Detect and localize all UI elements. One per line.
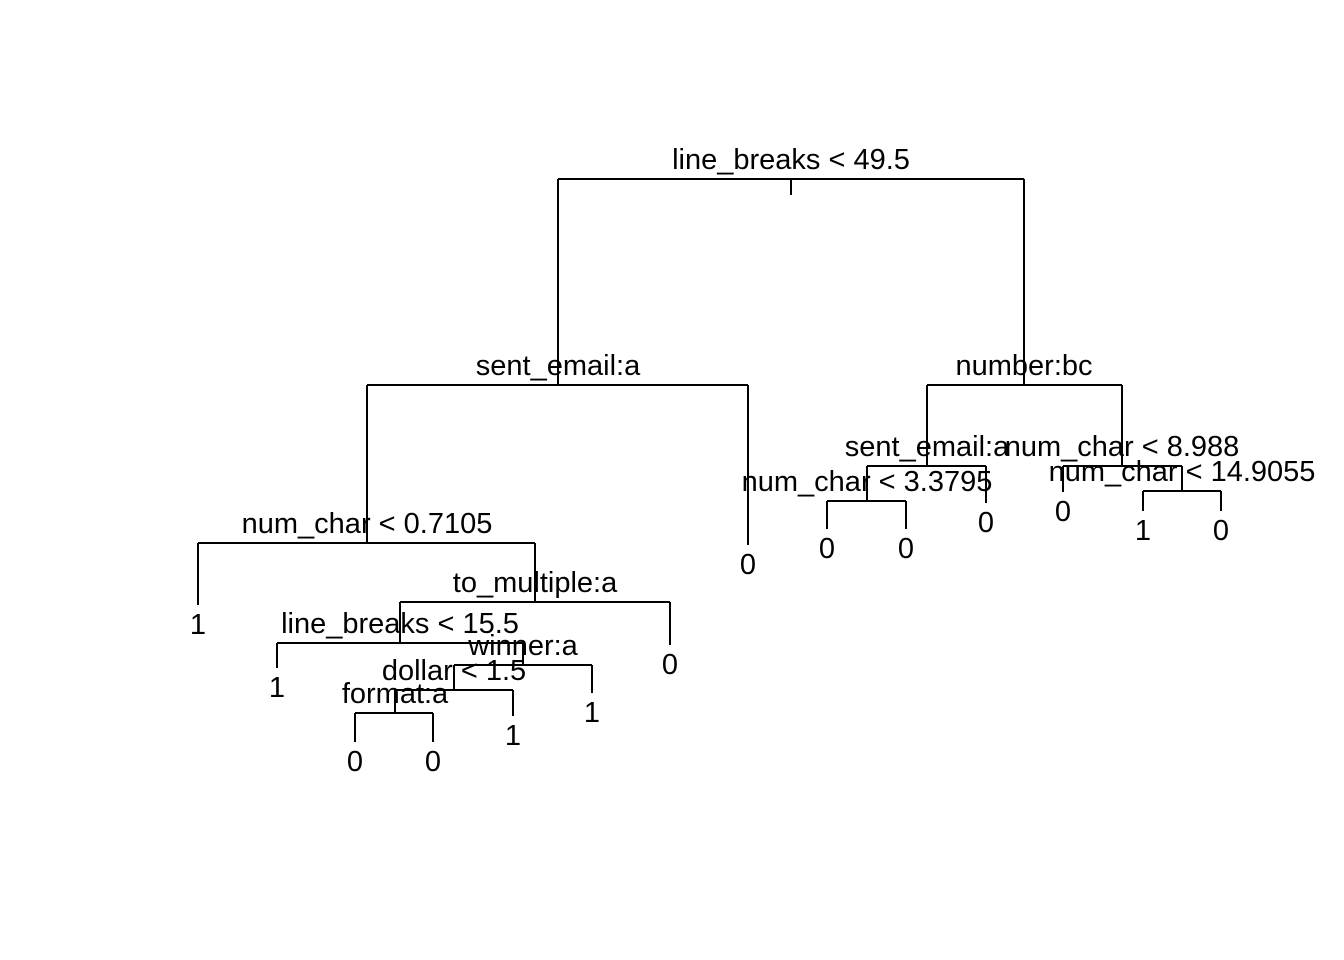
split-label-n3: number:bc <box>955 350 1092 382</box>
leaf-label-L_n7_right: 0 <box>662 649 678 681</box>
split-label-n10: line_breaks < 15.5 <box>281 608 519 640</box>
leaf-label-L_n8_left: 0 <box>819 533 835 565</box>
leaf-label-L_n5_right: 0 <box>978 507 994 539</box>
leaf-label-L_n8_right: 0 <box>898 533 914 565</box>
split-label-n13: format:a <box>342 678 449 710</box>
split-label-n2: sent_email:a <box>476 350 641 382</box>
split-label-n12: dollar < 1.5 <box>382 655 526 687</box>
split-label-n4: num_char < 0.7105 <box>242 508 493 540</box>
split-label-n1: line_breaks < 49.5 <box>672 144 910 176</box>
leaf-label-L_n10_left: 1 <box>269 672 285 704</box>
leaf-label-L_n12_right: 1 <box>505 720 521 752</box>
split-label-n6: num_char < 8.988 <box>1005 431 1240 463</box>
tree-edges <box>197 178 1222 742</box>
split-label-n7: to_multiple:a <box>453 567 618 599</box>
split-label-n8: num_char < 3.3795 <box>742 466 993 498</box>
leaf-label-L_n9_right: 0 <box>1213 515 1229 547</box>
leaf-label-L_n13_right: 0 <box>425 746 441 778</box>
leaf-label-L_n2_right: 0 <box>740 549 756 581</box>
leaf-label-L_n13_left: 0 <box>347 746 363 778</box>
split-label-n5: sent_email:a <box>845 431 1010 463</box>
leaf-label-L_n11_right: 1 <box>584 697 600 729</box>
leaf-label-L_n9_left: 1 <box>1135 515 1151 547</box>
tree-labels: line_breaks < 49.5 sent_email:a number:bc n… <box>190 144 1315 778</box>
split-label-n9: num_char < 14.9055 <box>1049 456 1316 488</box>
leaf-label-L_n6_left: 0 <box>1055 496 1071 528</box>
leaf-label-L_n4_left: 1 <box>190 609 206 641</box>
split-label-n11: winner:a <box>467 630 578 662</box>
